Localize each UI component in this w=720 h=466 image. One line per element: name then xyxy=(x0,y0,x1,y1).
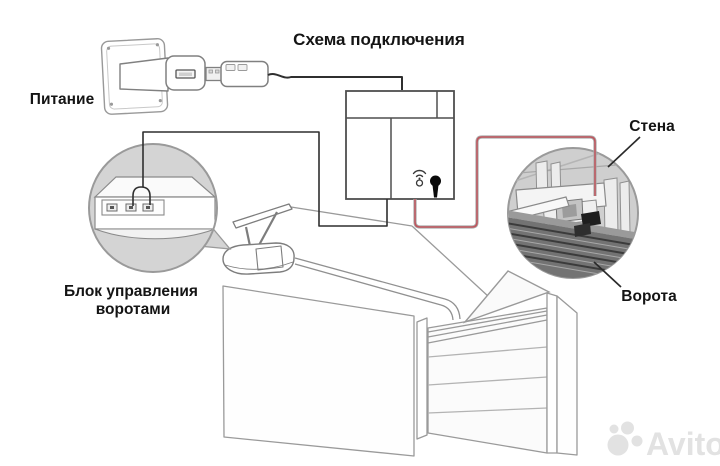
opener-rail xyxy=(294,257,461,321)
garage-drawing xyxy=(222,206,578,457)
plate-screws xyxy=(106,43,162,106)
opener-seam-line xyxy=(224,261,294,270)
garage-opener-unit xyxy=(222,203,295,275)
garage-right-wall xyxy=(556,295,578,456)
opener-strut xyxy=(244,226,252,247)
magnifier-tail-right xyxy=(462,270,551,324)
usb-plug xyxy=(205,60,269,88)
power-cable-wire xyxy=(267,73,403,90)
avito-watermark-text: Avito xyxy=(646,426,720,462)
magnifier-circle-wall-bracket xyxy=(462,147,639,324)
garage-left-wall xyxy=(222,285,415,457)
control-unit-wire-loop xyxy=(132,186,151,206)
gate-pointer-line xyxy=(593,261,622,288)
power-adapter xyxy=(119,55,206,92)
wall-pointer-line xyxy=(607,136,641,168)
power-assembly xyxy=(100,38,269,115)
avito-logo-icon xyxy=(607,421,643,456)
avito-watermark: Avito xyxy=(607,421,720,462)
power-label: Питание xyxy=(30,91,95,108)
diagram-title: Схема подключения xyxy=(293,30,465,49)
controller-box xyxy=(345,90,455,200)
opener-lens xyxy=(255,245,284,271)
control-unit-label-line2: воротами xyxy=(96,301,171,318)
opener-ceiling-bracket xyxy=(232,203,293,229)
antenna-icon xyxy=(430,175,441,198)
gate-label: Ворота xyxy=(621,288,677,305)
gate-top-closeup xyxy=(508,209,638,278)
opener-strut xyxy=(257,211,278,248)
door-frame-left-post xyxy=(416,317,428,440)
ceiling-corner-line xyxy=(290,206,413,227)
wall-sensor-wire xyxy=(413,135,597,229)
magnifier-circle-control-unit xyxy=(88,143,232,273)
control-unit-label-line1: Блок управления xyxy=(64,283,198,300)
wifi-icon xyxy=(412,169,427,187)
wall-label: Стена xyxy=(629,118,675,135)
door-frame-right-post xyxy=(546,292,558,454)
garage-door xyxy=(427,307,548,454)
control-unit-closeup xyxy=(93,176,216,240)
control-unit-wire xyxy=(142,131,388,227)
wall-bracket-closeup xyxy=(508,151,638,278)
